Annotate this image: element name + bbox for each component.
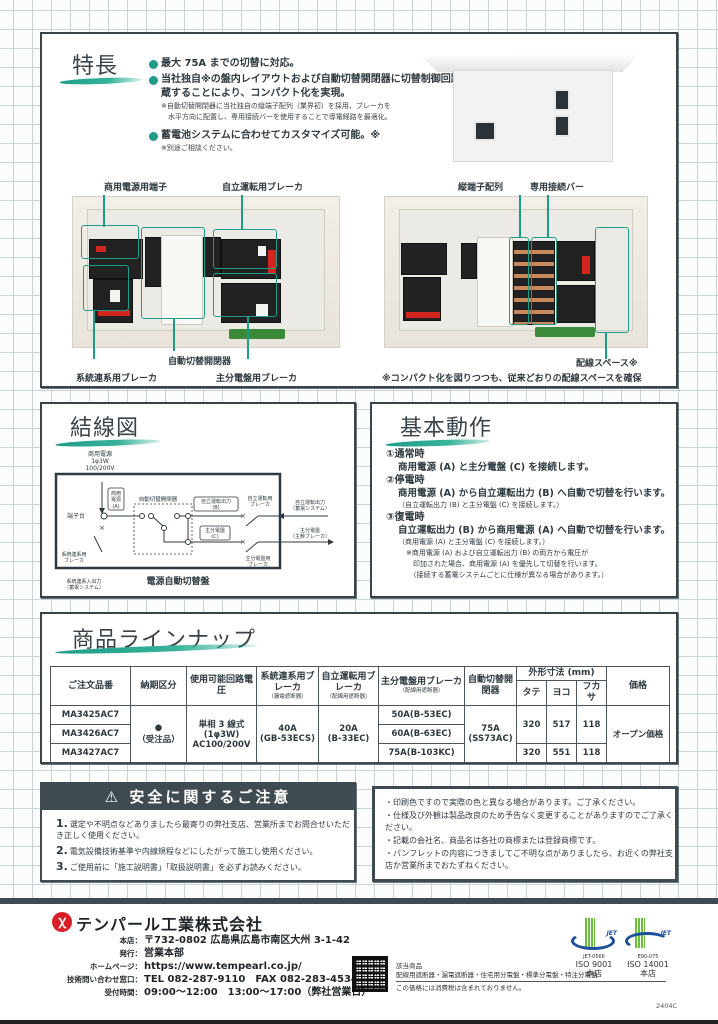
svg-text:（蓄電システム）: （蓄電システム） [290, 505, 330, 512]
callout-auto-switch [141, 227, 205, 319]
operation-normal: ①通常時 商用電源 (A) と主分電盤 (C) を接続します。 [386, 449, 594, 473]
notes-panel: ・印刷色ですので実際の色と異なる場合があります。ご了承ください。 ・仕様及び外観… [372, 786, 678, 882]
wiring-diagram-panel: 結線図 商用電源 1φ3W 100/200V 端子台 商用 電源 (A) 自動切… [40, 402, 356, 598]
note-item: ・記載の会社名、商品名は各社の商標または登録商標です。 [385, 836, 601, 845]
warning-icon: ⚠ [104, 788, 122, 806]
svg-text:主分電盤: 主分電盤 [300, 527, 320, 534]
bullet-icon [149, 132, 158, 141]
svg-text:自立運転用: 自立運転用 [247, 495, 272, 502]
cabinet-photo [420, 54, 640, 164]
operation-outage: ②停電時 商用電源 (A) から自立運転出力 (B) へ自動で切替を行います。 … [386, 475, 671, 509]
tax-note: この価格には消費税は含まれておりません。 [396, 984, 526, 992]
note-item: ・パンフレットの内容につきましてご不明な点がありましたら、お近くの弊社支店か営業… [385, 849, 673, 870]
svg-text:100/200V: 100/200V [85, 465, 115, 472]
svg-text:系統連系用: 系統連系用 [61, 551, 86, 558]
safety-item: 3.ご使用前に「施工説明書」「取扱説明書」を必ずお読みください。 [56, 860, 306, 873]
label-commercial-terminal: 商用電源用端子 [104, 183, 168, 193]
svg-text:系統連系入出力: 系統連系入出力 [66, 578, 101, 585]
features-heading: 特長 [72, 54, 119, 79]
label-connection-bar: 専用接続バー [530, 183, 585, 193]
callout-commercial-terminal [81, 225, 139, 259]
svg-text:ブレーカ: ブレーカ [248, 561, 268, 568]
safety-list: 1.選定や不明点などありましたら最寄りの弊社支店、営業所までお問合せいただき正し… [56, 818, 352, 877]
label-main-breaker: 主分電盤用ブレーカ [216, 374, 298, 384]
svg-text:商用: 商用 [111, 490, 121, 497]
callout-vertical-terminal [509, 237, 529, 325]
note-item: ・仕様及び外観は製品改良のため予告なく変更することがありますのでご了承ください。 [385, 811, 673, 832]
svg-text:ブレーカ: ブレーカ [250, 501, 270, 508]
table-row: MA3426AC7 60A(B-63EC) [50, 724, 670, 744]
homepage-link[interactable]: https://www.tempearl.co.jp/ [144, 961, 302, 972]
bullet-icon [149, 76, 158, 85]
label-grid-breaker: 系統連系用ブレーカ [76, 374, 158, 384]
wiring-heading: 結線図 [70, 416, 140, 441]
product-lineup-panel: 商品ラインナップ ご注文品番 納期区分 使用可能回路電圧 系統連系用ブレーカ（漏… [40, 612, 678, 764]
svg-text:端子台: 端子台 [67, 512, 85, 520]
callout-wiring-space [595, 227, 629, 333]
svg-text:自立運転出力: 自立運転出力 [201, 498, 231, 505]
safety-item: 1.選定や不明点などありましたら最寄りの弊社支店、営業所までお問合せいただき正し… [56, 817, 350, 840]
operation-heading: 基本動作 [400, 416, 493, 441]
feature-item: 蓄電池システムに合わせてカスタマイズ可能。※ ※別途ご相談ください。 [149, 129, 489, 154]
label-auto-switch: 自動切替開閉器 [168, 357, 232, 367]
iso-9001-badge: JET JET-0566 ISO 9001 本店 [566, 918, 622, 978]
table-row: MA3427AC7 75A(B-103KC) 320 551 118 [50, 743, 670, 763]
company-logo-icon: ꭓ [52, 912, 72, 932]
callout-connection-bar [531, 237, 557, 325]
wiring-diagram: 商用電源 1φ3W 100/200V 端子台 商用 電源 (A) 自動切替開閉器 [54, 450, 334, 591]
svg-text:主分電盤用: 主分電盤用 [245, 555, 270, 562]
table-row: MA3425AC7 ●（受注品） 単相 3 線式(1φ3W)AC100/200V… [50, 705, 670, 763]
document-code: 2404C [656, 1002, 678, 1010]
safety-item: 2.電気設備技術基準や内線規程などにしたがって施工し使用ください。 [56, 844, 318, 857]
bullet-icon [149, 60, 158, 69]
address: 〒732-0802 広島県広島市南区大州 3-1-42 [144, 935, 350, 946]
svg-text:×: × [240, 538, 246, 546]
svg-text:商用電源: 商用電源 [88, 450, 112, 458]
panel-interior-photo-left [72, 195, 340, 359]
operation-list: ①通常時 商用電源 (A) と主分電盤 (C) を接続します。 ②停電時 商用電… [386, 448, 676, 581]
svg-text:自動切替開閉器: 自動切替開閉器 [139, 495, 178, 503]
safety-notice-panel: ⚠ 安全に関するご注意 1.選定や不明点などありましたら最寄りの弊社支店、営業所… [40, 782, 356, 882]
label-vertical-terminal: 縦端子配列 [458, 183, 504, 193]
company-info: 本店：〒732-0802 広島県広島市南区大州 3-1-42 発行：営業本部 ホ… [67, 935, 372, 998]
applicable-products: 該当商品 配線用遮断器・漏電遮断器・住宅用分電盤・標準分電盤・特注分電盤 この価… [396, 962, 666, 993]
basic-operation-panel: 基本動作 ①通常時 商用電源 (A) と主分電盤 (C) を接続します。 ②停電… [370, 402, 678, 598]
business-hours: 09:00〜12:00 13:00〜17:00（弊社営業日） [144, 987, 372, 998]
feature-list: 最大 75A までの切替に対応。 当社独自※の盤内レイアウトおよび自動切替開閉器… [149, 57, 489, 156]
notes-list: ・印刷色ですので実際の色と異なる場合があります。ご了承ください。 ・仕様及び外観… [385, 797, 675, 873]
panel-interior-photo-right [384, 195, 648, 359]
contact-phone: TEL 082-287-9110 FAX 082-283-4534 [144, 974, 358, 985]
svg-text:主分電盤: 主分電盤 [205, 527, 225, 534]
qr-code-icon [352, 956, 388, 992]
svg-text:(A): (A) [112, 504, 119, 510]
svg-text:（蓄電システム）: （蓄電システム） [64, 584, 104, 591]
svg-text:×: × [240, 512, 246, 520]
svg-text:×: × [99, 524, 105, 532]
label-wiring-space: 配線スペース※ [576, 359, 638, 369]
svg-text:1φ3W: 1φ3W [91, 458, 109, 465]
features-panel: 特長 最大 75A までの切替に対応。 当社独自※の盤内レイアウトおよび自動切替… [40, 32, 678, 388]
callout-main-breaker [213, 273, 277, 317]
svg-text:自立運転出力: 自立運転出力 [295, 499, 325, 506]
svg-text:(B): (B) [212, 505, 219, 511]
callout-independent-breaker [213, 229, 277, 269]
feature-item: 最大 75A までの切替に対応。 [149, 57, 489, 71]
company-name: テンパール工業株式会社 [76, 915, 264, 934]
safety-heading: ⚠ 安全に関するご注意 [42, 784, 354, 810]
svg-text:電源: 電源 [111, 496, 121, 503]
footer: ꭓ テンパール工業株式会社 本店：〒732-0802 広島県広島市南区大州 3-… [0, 898, 718, 1024]
operation-restore: ③復電時 自立運転出力 (B) から商用電源 (A) へ自動で切替を行います。 … [386, 512, 671, 579]
svg-text:ブレーカ: ブレーカ [64, 557, 84, 564]
lineup-table: ご注文品番 納期区分 使用可能回路電圧 系統連系用ブレーカ（漏電遮断器） 自立運… [50, 666, 670, 763]
feature-item: 当社独自※の盤内レイアウトおよび自動切替開閉器に切替制御回路を内蔵することにより… [149, 73, 489, 123]
svg-text:電源自動切替盤: 電源自動切替盤 [146, 575, 210, 587]
callout-grid-breaker [83, 265, 129, 311]
svg-text:（主幹ブレーカ）: （主幹ブレーカ） [290, 533, 330, 540]
label-independent-breaker: 自立運転用ブレーカ [222, 183, 304, 193]
note-item: ・印刷色ですので実際の色と異なる場合があります。ご了承ください。 [385, 798, 641, 807]
iso-14001-badge: JET E90-075 ISO 14001 本店 [620, 918, 676, 978]
publisher: 営業本部 [144, 948, 184, 959]
label-compact-note: ※コンパクト化を図りつつも、従来どおりの配線スペースを確保 [382, 374, 642, 384]
svg-text:(C): (C) [211, 534, 218, 540]
